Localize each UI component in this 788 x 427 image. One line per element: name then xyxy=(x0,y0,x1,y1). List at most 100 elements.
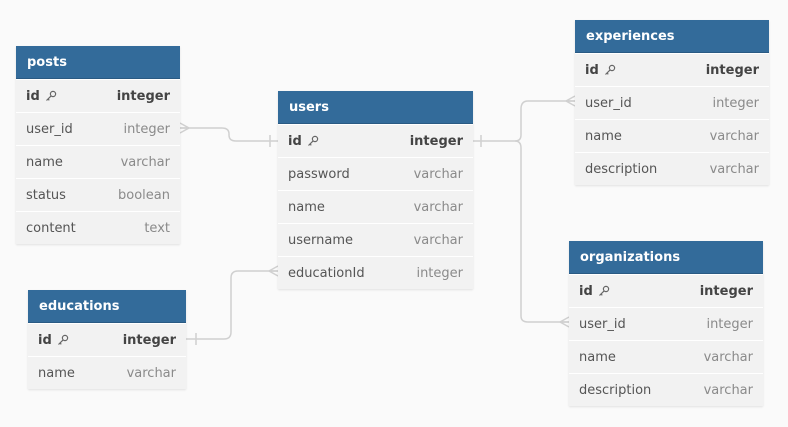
field-name: name xyxy=(585,129,622,144)
field-name-text: id xyxy=(579,283,593,299)
relation-users-experiences xyxy=(473,100,575,142)
field-name-text: description xyxy=(579,382,652,398)
field-row-organizations-name[interactable]: name varchar xyxy=(569,340,763,373)
field-name: id xyxy=(26,89,57,104)
field-row-organizations-description[interactable]: description varchar xyxy=(569,373,763,406)
field-row-posts-name[interactable]: name varchar xyxy=(16,145,180,178)
field-type: varchar xyxy=(703,382,753,398)
crowfoot-users-educationid xyxy=(268,265,279,277)
field-name-text: description xyxy=(585,161,658,177)
key-icon xyxy=(604,64,615,75)
field-row-organizations-user_id[interactable]: user_id integer xyxy=(569,307,763,340)
field-name: status xyxy=(26,188,66,203)
field-name-text: name xyxy=(26,154,63,170)
field-row-experiences-id[interactable]: id integer xyxy=(575,53,769,86)
field-row-educations-id[interactable]: id integer xyxy=(28,323,186,356)
field-name: id xyxy=(288,134,319,149)
field-name-text: id xyxy=(26,88,40,104)
crowfoot-posts-user-id xyxy=(179,122,190,134)
field-name: content xyxy=(26,221,76,236)
field-name-text: status xyxy=(26,187,66,203)
field-row-posts-id[interactable]: id integer xyxy=(16,79,180,112)
relation-users-organizations xyxy=(514,140,569,323)
relation-posts-users xyxy=(180,127,278,142)
field-name: educationId xyxy=(288,266,365,281)
field-type: integer xyxy=(123,121,170,137)
field-type: varchar xyxy=(413,166,463,182)
field-row-experiences-user_id[interactable]: user_id integer xyxy=(575,86,769,119)
field-row-organizations-id[interactable]: id integer xyxy=(569,274,763,307)
field-type: varchar xyxy=(126,365,176,381)
field-type: integer xyxy=(416,265,463,281)
key-icon xyxy=(598,285,609,296)
field-name: name xyxy=(288,200,325,215)
table-organizations[interactable]: organizations id integer user_id integer name… xyxy=(569,241,763,406)
field-type: integer xyxy=(699,283,753,299)
field-name-text: username xyxy=(288,232,353,248)
field-name: name xyxy=(579,350,616,365)
field-name-text: educationId xyxy=(288,265,365,281)
field-row-users-password[interactable]: password varchar xyxy=(278,157,473,190)
table-posts[interactable]: posts id integer user_id integer name varchar s… xyxy=(16,46,180,244)
field-name: description xyxy=(579,383,651,398)
field-name: name xyxy=(26,155,63,170)
field-type: varchar xyxy=(709,128,759,144)
key-icon xyxy=(57,334,68,345)
field-name-text: user_id xyxy=(26,121,73,137)
field-name: id xyxy=(38,333,69,348)
relation-educations-users xyxy=(186,270,278,340)
table-header-educations[interactable]: educations xyxy=(28,290,186,323)
field-row-educations-name[interactable]: name varchar xyxy=(28,356,186,389)
field-name: id xyxy=(579,284,610,299)
field-name-text: id xyxy=(38,332,52,348)
field-row-posts-content[interactable]: content text xyxy=(16,211,180,244)
field-type: varchar xyxy=(120,154,170,170)
field-type: varchar xyxy=(709,161,759,177)
field-name: password xyxy=(288,167,350,182)
field-type: varchar xyxy=(703,349,753,365)
field-type: integer xyxy=(409,133,463,149)
field-row-experiences-name[interactable]: name varchar xyxy=(575,119,769,152)
field-row-users-id[interactable]: id integer xyxy=(278,124,473,157)
field-type: text xyxy=(144,220,170,236)
table-educations[interactable]: educations id integer name varchar xyxy=(28,290,186,389)
field-name-text: name xyxy=(585,128,622,144)
field-name-text: user_id xyxy=(579,316,626,332)
table-header-experiences[interactable]: experiences xyxy=(575,20,769,53)
field-name: username xyxy=(288,233,353,248)
field-name: id xyxy=(585,63,616,78)
field-name-text: name xyxy=(579,349,616,365)
table-header-posts[interactable]: posts xyxy=(16,46,180,79)
field-type: integer xyxy=(712,95,759,111)
field-name-text: id xyxy=(585,62,599,78)
field-type: integer xyxy=(116,88,170,104)
field-name: description xyxy=(585,162,657,177)
field-type: integer xyxy=(122,332,176,348)
field-row-experiences-description[interactable]: description varchar xyxy=(575,152,769,185)
field-name-text: id xyxy=(288,133,302,149)
crowfoot-experiences-user-id xyxy=(565,95,576,107)
crowfoot-organizations-user-id xyxy=(559,316,570,328)
field-name-text: name xyxy=(38,365,75,381)
field-name-text: password xyxy=(288,166,350,182)
field-name: user_id xyxy=(585,96,632,111)
table-header-users[interactable]: users xyxy=(278,91,473,124)
field-type: boolean xyxy=(118,187,170,203)
field-row-posts-status[interactable]: status boolean xyxy=(16,178,180,211)
field-type: integer xyxy=(705,62,759,78)
table-header-organizations[interactable]: organizations xyxy=(569,241,763,274)
field-name: user_id xyxy=(26,122,73,137)
field-name-text: name xyxy=(288,199,325,215)
field-type: integer xyxy=(706,316,753,332)
field-row-posts-user_id[interactable]: user_id integer xyxy=(16,112,180,145)
field-row-users-educationId[interactable]: educationId integer xyxy=(278,256,473,289)
field-name: name xyxy=(38,366,75,381)
key-icon xyxy=(307,135,318,146)
table-experiences[interactable]: experiences id integer user_id integer name va… xyxy=(575,20,769,185)
field-name: user_id xyxy=(579,317,626,332)
key-icon xyxy=(45,90,56,101)
